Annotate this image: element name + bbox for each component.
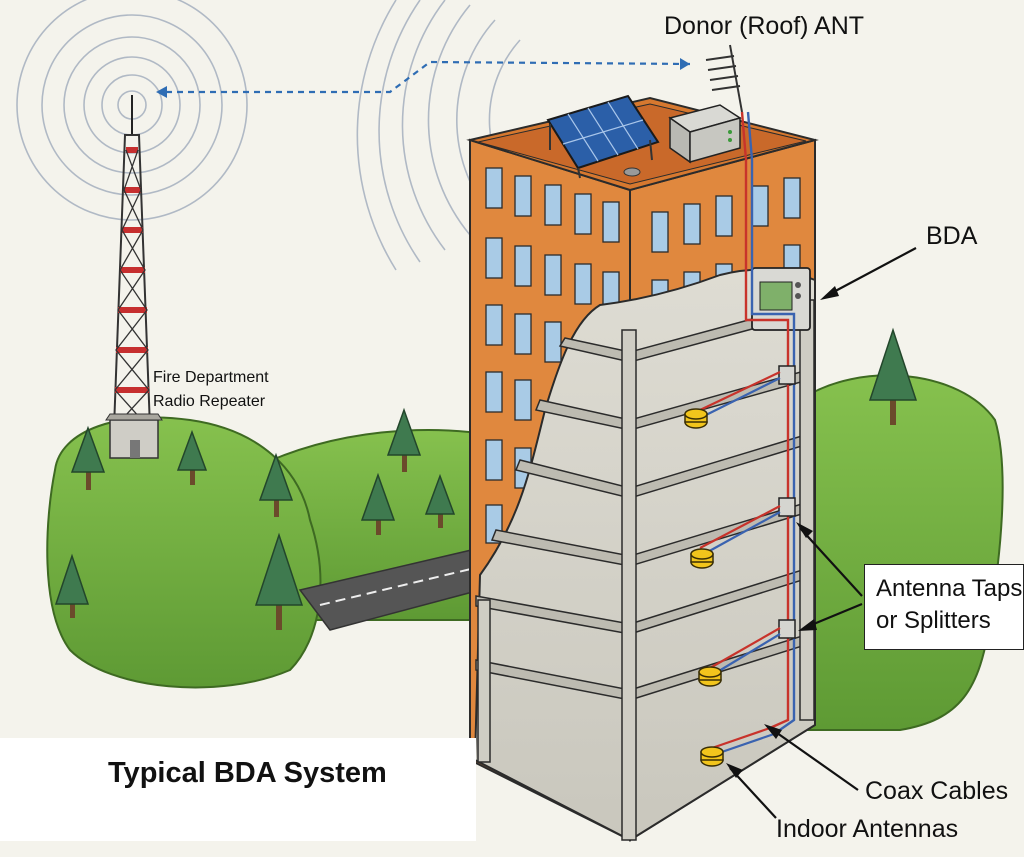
indoor-antennas-label: Indoor Antennas (776, 815, 958, 844)
indoor-antenna (701, 747, 723, 766)
building (470, 45, 815, 840)
signal-link (160, 62, 690, 92)
bda-callout-arrow (826, 248, 916, 296)
coax-callout-arrow (770, 728, 858, 790)
coax-label: Coax Cables (865, 777, 1008, 806)
donor-antenna (706, 45, 742, 112)
indoor-antenna (699, 667, 721, 686)
indoor-antenna (691, 549, 713, 568)
taps-label-line1: Antenna Taps (876, 575, 1022, 603)
taps-label-line2: or Splitters (876, 607, 991, 635)
diagram-title: Typical BDA System (108, 757, 387, 790)
signal-arrowhead-donor (680, 58, 690, 70)
repeater-label-line2: Radio Repeater (153, 393, 265, 411)
indoor-antenna (685, 409, 707, 428)
repeater-label-line1: Fire Department (153, 369, 269, 387)
right-hill (800, 375, 1003, 730)
donor-antenna-label: Donor (Roof) ANT (664, 12, 864, 41)
bda-label: BDA (926, 222, 977, 251)
